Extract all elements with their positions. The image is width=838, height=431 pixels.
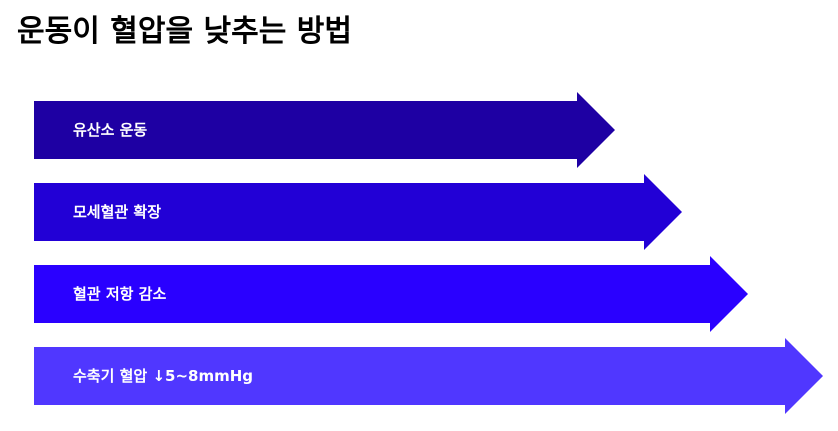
arrow-shape-1 bbox=[34, 92, 615, 168]
arrow-label-3: 혈관 저항 감소 bbox=[73, 285, 166, 303]
arrow-shape-3 bbox=[34, 256, 748, 332]
arrow-shape-2 bbox=[34, 174, 682, 250]
arrow-shape-4 bbox=[34, 338, 823, 414]
page-title: 운동이 혈압을 낮추는 방법 bbox=[17, 14, 352, 49]
arrow-label-2: 모세혈관 확장 bbox=[73, 203, 161, 221]
arrow-step-1: 유산소 운동 bbox=[34, 92, 615, 168]
arrow-step-3: 혈관 저항 감소 bbox=[34, 256, 748, 332]
arrow-label-1: 유산소 운동 bbox=[73, 121, 147, 139]
arrow-step-2: 모세혈관 확장 bbox=[34, 174, 682, 250]
arrow-step-4: 수축기 혈압 ↓5~8mmHg bbox=[34, 338, 823, 414]
arrow-label-4: 수축기 혈압 ↓5~8mmHg bbox=[73, 367, 253, 385]
